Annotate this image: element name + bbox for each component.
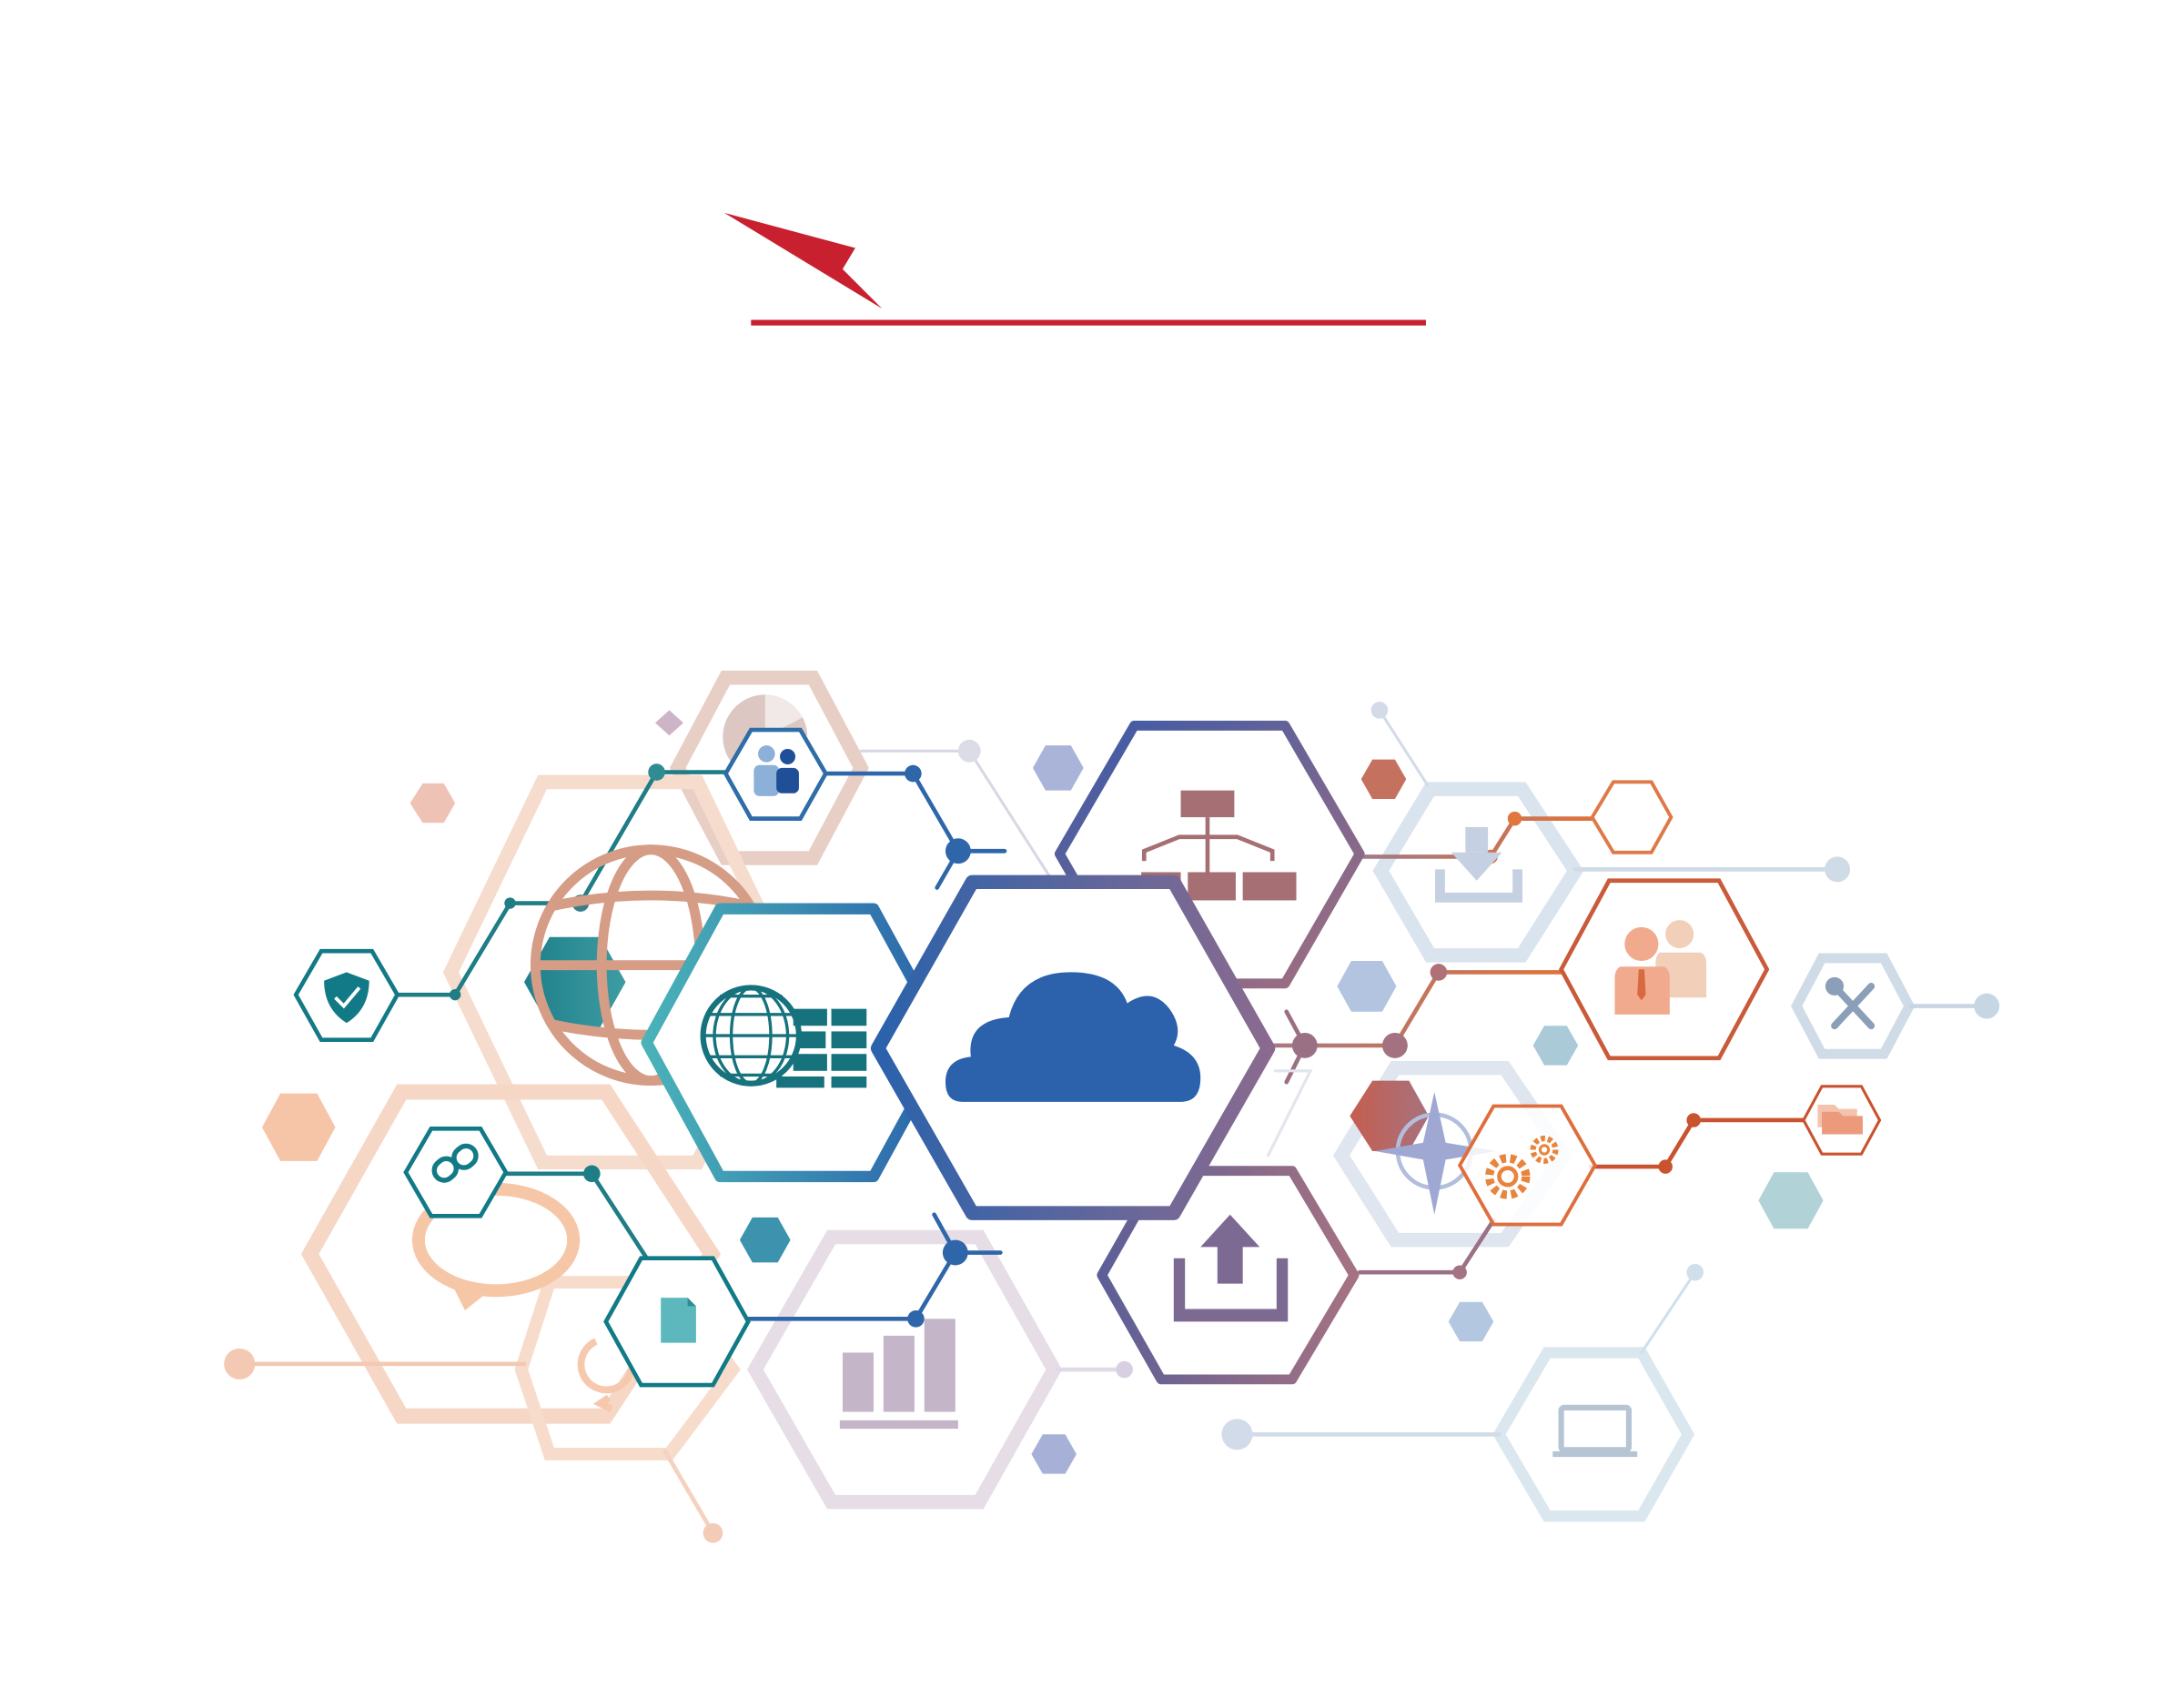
logo-underline: [751, 319, 1426, 326]
small-hex: [739, 1217, 791, 1263]
node-dot: [224, 1348, 256, 1380]
node-dot: [907, 1310, 925, 1328]
node-dot: [942, 1239, 968, 1266]
small-hex: [1337, 961, 1397, 1012]
copper-filled-hex: [1350, 1080, 1430, 1152]
node-dot: [1507, 811, 1522, 826]
node-dot: [1116, 1360, 1133, 1379]
download-icon: [1435, 826, 1523, 903]
bg-hex-globe: [442, 774, 797, 1170]
empty-orange-node: [1590, 780, 1673, 854]
node-dot: [1221, 1419, 1253, 1450]
link-icon: [431, 1143, 479, 1183]
document-node: [603, 1256, 751, 1388]
cloud-icon: [945, 972, 1201, 1102]
bg-hex-barchart: [747, 1229, 1063, 1510]
bg-hex-download: [1372, 782, 1584, 963]
folders-icon: [1817, 1104, 1863, 1135]
bg-hex-compass: [1332, 1060, 1573, 1248]
node-dot: [1430, 964, 1448, 981]
small-hex: [1032, 745, 1084, 791]
bg-hex-pie: [670, 671, 869, 865]
node-dot: [583, 1165, 601, 1183]
small-hex: [1448, 1301, 1494, 1342]
globe-firewall-icon: [700, 985, 867, 1088]
node-dot: [703, 1522, 723, 1543]
small-hex: [1532, 1026, 1579, 1066]
small-hex: [1360, 759, 1407, 799]
gears-node: [1457, 1104, 1598, 1227]
red-arrow-logo: [723, 212, 1426, 326]
bg-hex-laptop: [1492, 1347, 1695, 1522]
business-people-icon: [1614, 920, 1707, 1015]
small-hex: [655, 710, 683, 736]
node-dot: [1686, 1113, 1701, 1127]
people-node: [1558, 878, 1770, 1061]
small-hex: [1031, 1434, 1077, 1474]
small-hex: [1758, 1172, 1824, 1229]
link-node: [403, 1126, 509, 1218]
arrow-mark-icon: [723, 212, 883, 309]
node-dot: [905, 764, 922, 783]
node-dot: [1381, 1032, 1408, 1058]
node-dot: [1370, 702, 1389, 719]
bar-chart-icon: [839, 1319, 958, 1430]
refresh-icon: [577, 1338, 635, 1412]
small-hex: [410, 783, 456, 824]
node-dot: [1974, 993, 2000, 1019]
node-dot: [1825, 856, 1851, 883]
node-dot: [504, 897, 516, 909]
document-icon: [661, 1298, 696, 1343]
node-dot: [1686, 1263, 1704, 1281]
tools-icon: [1825, 976, 1876, 1030]
users-node: [723, 727, 829, 821]
users-group-icon: [753, 745, 799, 796]
bg-hex-tools: [1791, 953, 1916, 1059]
folders-node: [1802, 1085, 1882, 1156]
node-dot: [1291, 1032, 1318, 1058]
shield-node: [293, 948, 400, 1043]
node-dot: [648, 763, 665, 781]
gears-icon: [1485, 1136, 1559, 1199]
cloud-hex: [870, 874, 1276, 1220]
node-dot: [449, 988, 461, 1001]
bg-hex-chat: [300, 1084, 722, 1424]
node-dot: [957, 739, 981, 763]
shield-check-icon: [324, 972, 369, 1024]
node-dot: [945, 838, 971, 864]
small-hex: [262, 1093, 336, 1161]
node-dot: [1658, 1159, 1673, 1174]
node-dot: [1452, 1265, 1467, 1279]
laptop-icon: [1552, 1404, 1638, 1458]
upload-icon: [1173, 1214, 1289, 1322]
connector-dots: [224, 702, 2000, 1543]
